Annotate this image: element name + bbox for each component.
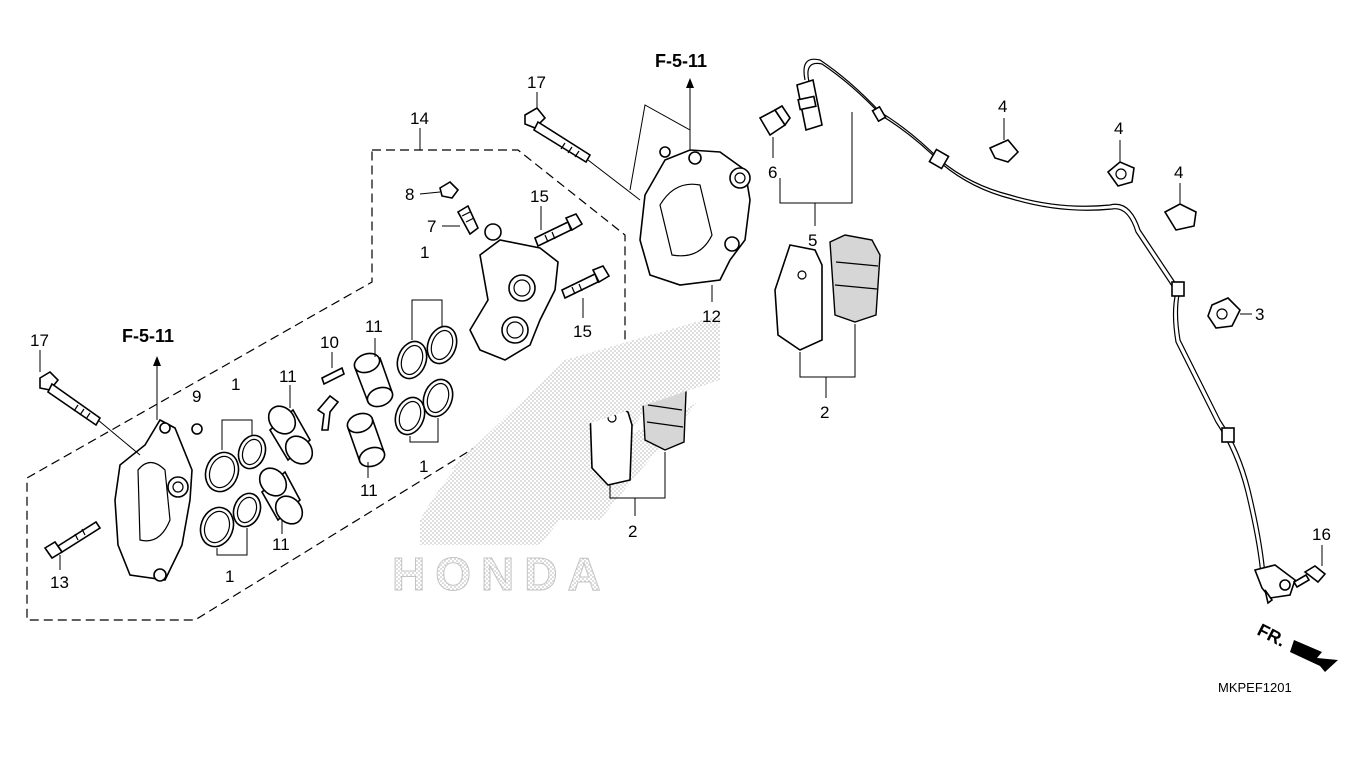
part-label-11-upper-mid[interactable]: 11 bbox=[365, 317, 383, 336]
part-label-2-lower[interactable]: 2 bbox=[628, 522, 637, 541]
bleeder-cap bbox=[439, 180, 460, 199]
bracket-1-upper-left bbox=[221, 419, 253, 450]
bracket-2-upper bbox=[799, 324, 856, 378]
part-label-1-upper-right[interactable]: 1 bbox=[420, 243, 429, 262]
bracket-1-lower-right bbox=[409, 418, 439, 443]
part-label-4-c[interactable]: 4 bbox=[1174, 163, 1183, 182]
leader-8 bbox=[419, 191, 441, 195]
caliper-pistons-right bbox=[346, 352, 394, 468]
part-label-15-upper[interactable]: 15 bbox=[530, 187, 549, 206]
pad-spring-clip bbox=[316, 366, 345, 431]
part-label-1-lower-left[interactable]: 1 bbox=[225, 567, 234, 586]
caliper-joint-bolt-lower bbox=[560, 265, 611, 300]
leader-bolt-caliper-left bbox=[97, 419, 141, 456]
part-label-16[interactable]: 16 bbox=[1312, 525, 1331, 544]
part-label-3[interactable]: 3 bbox=[1255, 305, 1264, 324]
right-caliper-mounting-bolt bbox=[524, 106, 592, 164]
wheel-speed-sensor-cable-outline bbox=[807, 62, 1262, 576]
right-front-brake-caliper bbox=[639, 146, 751, 286]
exploded-view-shading bbox=[450, 315, 720, 470]
sensor-mounting-bolt bbox=[1292, 565, 1327, 589]
cable-clamp-1 bbox=[988, 139, 1020, 163]
part-label-4-b[interactable]: 4 bbox=[1114, 119, 1123, 138]
part-label-8[interactable]: 8 bbox=[405, 185, 414, 204]
washer bbox=[191, 423, 203, 435]
part-label-11-lower-left[interactable]: 11 bbox=[272, 535, 290, 554]
cable-clamp-with-bolt bbox=[1207, 297, 1241, 329]
part-label-5[interactable]: 5 bbox=[808, 231, 817, 250]
part-label-6[interactable]: 6 bbox=[768, 163, 777, 182]
part-label-1-upper-left[interactable]: 1 bbox=[231, 375, 240, 394]
left-front-brake-caliper bbox=[114, 418, 193, 582]
bracket-5 bbox=[779, 112, 853, 204]
wheel-speed-sensor bbox=[1253, 564, 1296, 605]
cable-grommet-lower bbox=[1171, 281, 1235, 443]
reference-label-left[interactable]: F-5-11 bbox=[122, 326, 174, 346]
piston-seal-set-right bbox=[394, 325, 458, 436]
part-label-17-right[interactable]: 17 bbox=[527, 73, 546, 92]
bracket-1-upper-right bbox=[411, 299, 443, 340]
part-label-13[interactable]: 13 bbox=[50, 573, 69, 592]
part-label-12[interactable]: 12 bbox=[702, 307, 721, 326]
part-label-7[interactable]: 7 bbox=[427, 217, 436, 236]
piston-seal-set-left bbox=[199, 434, 267, 548]
reference-arrowhead-right bbox=[686, 78, 694, 88]
leader-bolt-caliper-right bbox=[587, 159, 641, 201]
part-label-11-lower-mid[interactable]: 11 bbox=[360, 481, 378, 500]
bleeder-valve bbox=[456, 204, 479, 236]
bracket-2-lower bbox=[609, 452, 666, 499]
brake-pad-set-upper bbox=[774, 234, 881, 351]
front-direction-label: FR. bbox=[1254, 620, 1289, 651]
cable-clamp-3 bbox=[1163, 203, 1197, 231]
part-label-10[interactable]: 10 bbox=[320, 333, 339, 352]
caliper-inner-half bbox=[469, 223, 559, 361]
cable-clamp-2 bbox=[1106, 161, 1135, 187]
part-label-2-upper[interactable]: 2 bbox=[820, 403, 829, 422]
front-direction-indicator bbox=[1290, 640, 1338, 672]
part-label-14[interactable]: 14 bbox=[410, 109, 429, 128]
part-label-17-left[interactable]: 17 bbox=[30, 331, 49, 350]
caliper-pistons-left bbox=[258, 405, 314, 525]
bracket-12-top bbox=[629, 104, 691, 191]
part-label-4-a[interactable]: 4 bbox=[998, 97, 1007, 116]
diagram-code: MKPEF1201 bbox=[1218, 680, 1292, 695]
reference-label-right[interactable]: F-5-11 bbox=[655, 51, 707, 71]
honda-watermark-text: HONDA bbox=[392, 548, 611, 600]
part-label-15-lower[interactable]: 15 bbox=[573, 322, 592, 341]
wheel-speed-sensor-cable bbox=[803, 58, 1266, 576]
reference-arrowhead-left bbox=[153, 356, 161, 366]
caliper-joint-bolt-upper bbox=[533, 213, 584, 248]
sensor-connector-clip bbox=[758, 104, 791, 137]
bracket-1-lower-left bbox=[216, 528, 248, 556]
part-label-1-lower-right[interactable]: 1 bbox=[419, 457, 428, 476]
wheel-speed-sensor-connector bbox=[796, 78, 823, 132]
part-label-11-upper-left[interactable]: 11 bbox=[279, 367, 297, 386]
part-label-9[interactable]: 9 bbox=[192, 387, 201, 406]
pad-pin-bolt bbox=[43, 520, 102, 560]
left-caliper-mounting-bolt bbox=[39, 370, 102, 427]
cable-grommet-upper bbox=[871, 105, 950, 170]
